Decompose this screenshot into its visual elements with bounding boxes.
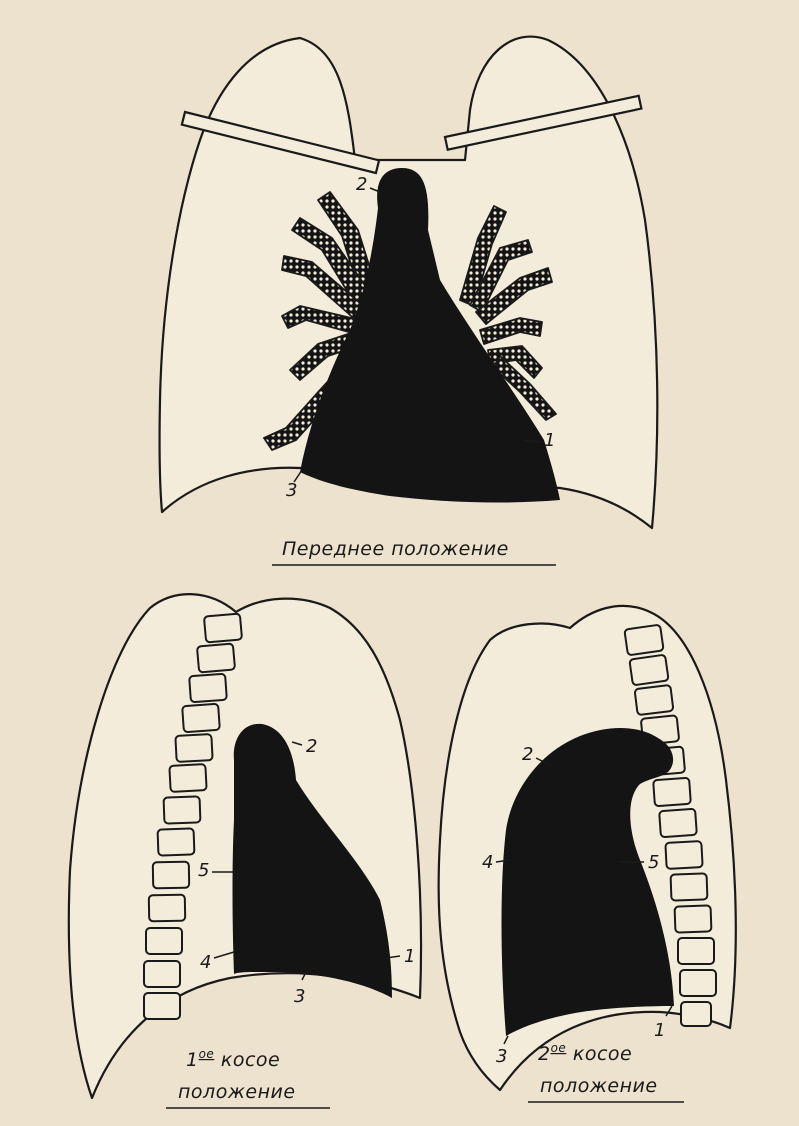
oblique1-label-4: 4 [200,952,211,973]
oblique2-caption-superscript: ое [551,1041,567,1055]
oblique1-caption-number: 1 [186,1049,199,1071]
frontal-label-2: 2 [356,174,367,195]
frontal-label-3: 3 [286,480,297,501]
oblique2-label-4: 4 [482,852,493,873]
frontal-caption: Переднее положение [282,538,509,560]
oblique1-caption-superscript: ое [199,1047,215,1061]
oblique1-caption-line2: положение [178,1081,296,1103]
oblique1-label-2: 2 [306,736,317,757]
oblique2-label-2: 2 [522,744,533,765]
oblique1-label-5: 5 [198,860,209,881]
oblique2-label-3: 3 [496,1046,507,1067]
oblique2-caption-line2: положение [540,1075,658,1097]
oblique2-caption-rest: косое [566,1043,632,1065]
oblique1-label-1: 1 [404,946,415,967]
oblique2-label-5: 5 [648,852,659,873]
oblique2-label-1: 1 [654,1020,665,1041]
oblique2-caption-number: 2 [538,1043,551,1065]
oblique1-caption-rest: косое [214,1049,280,1071]
oblique1-label-3: 3 [294,986,305,1007]
frontal-label-1: 1 [544,430,555,451]
